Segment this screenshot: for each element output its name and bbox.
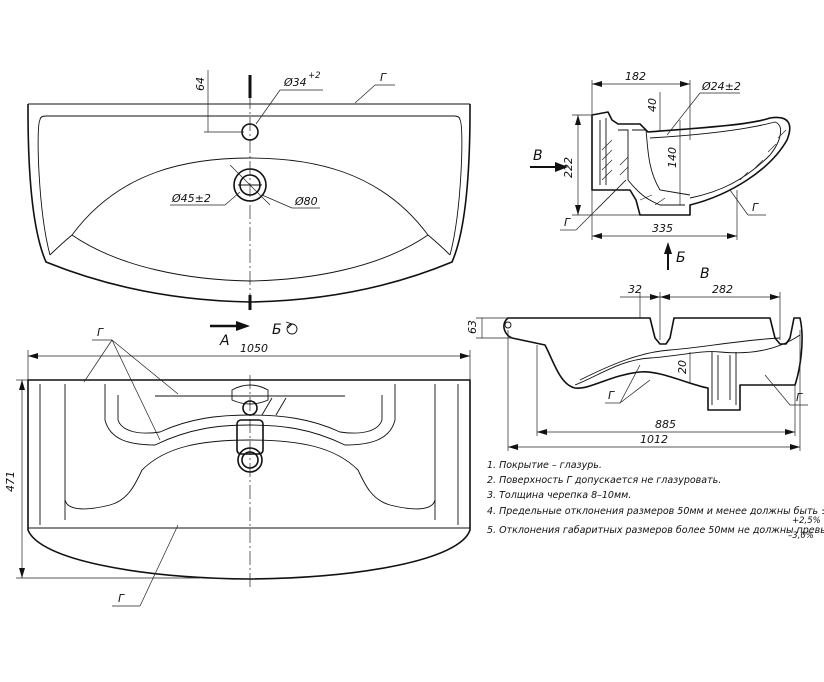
note-4: 4. Предельные отклонения размеров 50мм и… [487, 506, 824, 517]
dim-1012: 1012 [640, 433, 668, 446]
dim-64: 64 [194, 77, 207, 91]
dim-24: Ø24±2 [701, 80, 741, 93]
bottom-view: 1050 471 Г Г [4, 326, 471, 607]
tolerance-plus: +2,5% [792, 516, 821, 526]
dim-40: 40 [646, 98, 659, 112]
drain-outer [233, 168, 267, 202]
g-mark-sec-2: Г [752, 201, 759, 214]
dim-20: 20 [676, 360, 689, 374]
dim-222: 222 [562, 157, 575, 178]
view-label-a: А [219, 333, 230, 349]
dim-45: Ø45±2 [171, 192, 211, 205]
view-arrow-v: В [533, 148, 543, 164]
g-mark-side-2: Г [796, 391, 803, 404]
dim-34-tolerance: +2 [308, 71, 321, 81]
g-mark-sec-1: Г [564, 216, 571, 229]
note-2: 2. Поверхность Г допускается не глазуров… [487, 475, 721, 486]
section-label-b: Б [676, 250, 686, 266]
g-mark-top: Г [380, 71, 387, 84]
dim-32: 32 [628, 283, 642, 296]
note-3: 3. Толщина черепка 8–10мм. [487, 490, 631, 501]
g-mark-plan-2: Г [118, 592, 125, 605]
section-b: 182 40 Ø24±2 140 222 335 В Б [530, 70, 791, 270]
notes: 1. Покрытие – глазурь. 2. Поверхность Г … [487, 460, 824, 541]
basin-outline-top [27, 104, 471, 303]
tolerance-minus: –3,0% [788, 531, 814, 541]
dim-335: 335 [652, 222, 673, 235]
g-mark-side-1: Г [608, 389, 615, 402]
note-5: 5. Отклонения габаритных размеров более … [487, 525, 824, 536]
dim-471: 471 [4, 471, 17, 492]
dim-885: 885 [655, 418, 676, 431]
view-label-b: Б [272, 322, 282, 338]
dim-80: Ø80 [294, 195, 318, 208]
dim-34: Ø34 [283, 76, 307, 89]
dim-282: 282 [712, 283, 733, 296]
dim-182: 182 [625, 70, 646, 83]
top-view: 64 Ø34 +2 Г Ø45±2 Ø80 А Б [27, 70, 471, 349]
dim-1050: 1050 [240, 342, 268, 355]
dim-140: 140 [666, 147, 679, 168]
view-v: В 32 282 63 20 885 [466, 266, 808, 451]
g-mark-plan-1: Г [97, 326, 104, 339]
note-1: 1. Покрытие – глазурь. [487, 460, 602, 471]
view-title-v: В [700, 266, 710, 282]
dim-63: 63 [466, 320, 479, 334]
